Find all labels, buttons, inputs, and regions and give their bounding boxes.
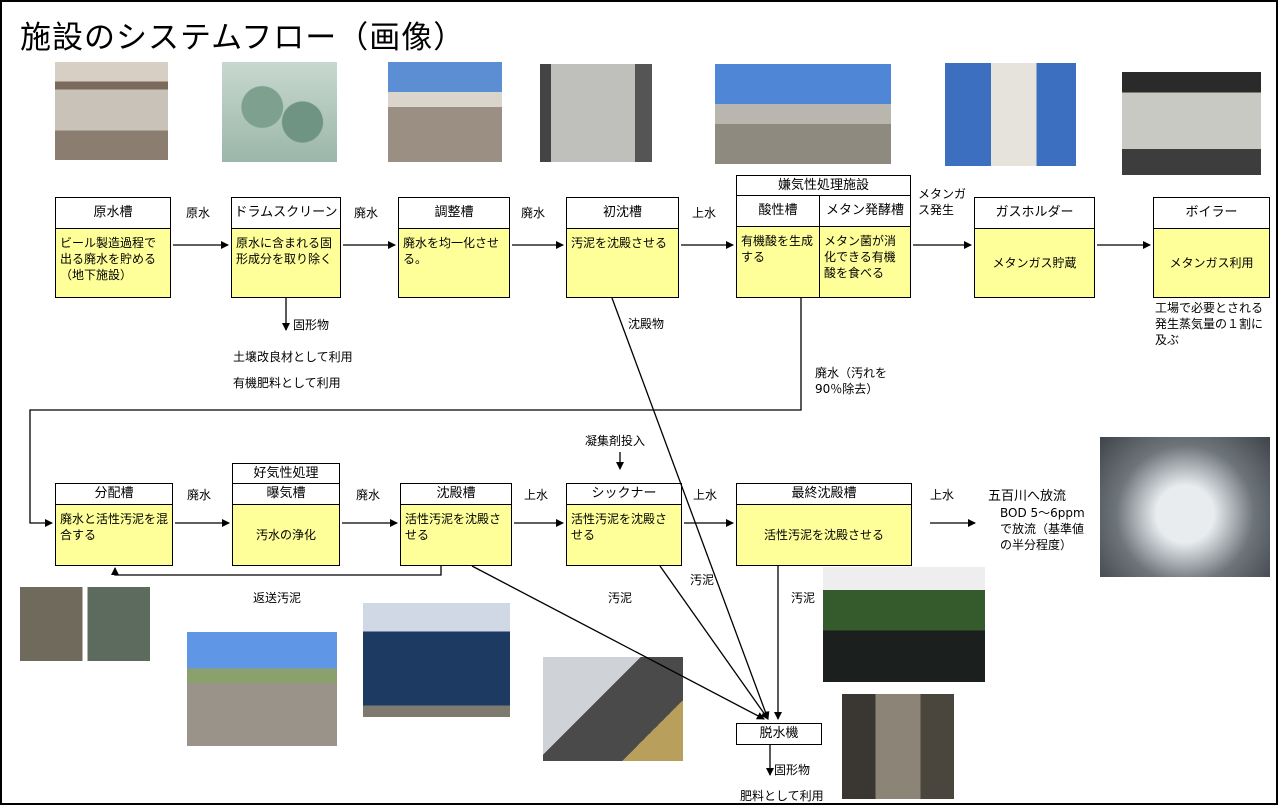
acid-tank-box: 酸性槽 有機酸を生成する xyxy=(736,195,820,298)
settling-tank-header: 沈殿槽 xyxy=(401,484,511,505)
photo-primary-settling xyxy=(540,64,652,162)
photo-dewatering xyxy=(842,694,954,799)
arrow-return-sludge xyxy=(111,566,442,576)
dewatering-box: 脱水機 xyxy=(736,723,822,745)
thickener-header: シックナー xyxy=(567,484,681,505)
label-waste-removed: 廃水（汚れを90％除去） xyxy=(815,366,888,396)
label-discharge: 五百川へ放流 xyxy=(988,489,1067,504)
drum-screen-body: 原水に含まれる固形成分を取り除く xyxy=(232,229,340,297)
photo-discharge xyxy=(1100,437,1270,577)
drum-screen-box: ドラムスクリーン 原水に含まれる固形成分を取り除く xyxy=(231,197,341,298)
arrow-primary-sediment-to-dewater xyxy=(611,297,770,720)
photo-raw-tank xyxy=(55,62,168,160)
boiler-header: ボイラー xyxy=(1154,198,1269,229)
distribution-tank-body: 廃水と活性汚泥を混合する xyxy=(56,505,172,565)
label-boiler-note: 工場で必要とされる発生蒸気量の１割に及ぶ xyxy=(1155,301,1264,347)
settling-tank-box: 沈殿槽 活性汚泥を沈殿させる xyxy=(400,483,512,566)
acid-tank-body: 有機酸を生成する xyxy=(737,227,819,297)
arrow-settling-sludge-to-dewater xyxy=(471,565,765,720)
primary-settling-body: 汚泥を沈殿させる xyxy=(567,229,678,297)
dewatering-header: 脱水機 xyxy=(737,724,821,743)
thickener-body: 活性汚泥を沈殿させる xyxy=(567,505,681,565)
gas-holder-header: ガスホルダー xyxy=(975,198,1094,229)
methane-tank-box: メタン発酵槽 メタン菌が消化できる有機酸を食べる xyxy=(819,195,911,298)
label-raw-water: 原水 xyxy=(186,206,211,220)
label-methane-gen: メタンガス発生 xyxy=(918,187,967,217)
settling-tank-body: 活性汚泥を沈殿させる xyxy=(401,505,511,565)
distribution-tank-header: 分配槽 xyxy=(56,484,172,505)
equalization-tank-header: 調整槽 xyxy=(399,198,509,229)
equalization-tank-box: 調整槽 廃水を均一化させる。 xyxy=(398,197,510,298)
raw-water-tank-box: 原水槽 ビール製造過程で出る廃水を貯める（地下施設） xyxy=(55,197,171,298)
aerobic-group-header: 好気性処理 xyxy=(233,464,339,484)
photo-drum-screen xyxy=(222,62,337,162)
page-title: 施設のシステムフロー（画像） xyxy=(20,20,466,56)
boiler-body: メタンガス利用 xyxy=(1154,229,1269,297)
photo-anaerobic xyxy=(715,64,891,164)
final-settling-header: 最終沈殿槽 xyxy=(737,484,911,505)
drum-screen-header: ドラムスクリーン xyxy=(232,198,340,229)
gas-holder-body: メタンガス貯蔵 xyxy=(975,229,1094,297)
label-sludge-2: 汚泥 xyxy=(690,573,715,587)
thickener-box: シックナー 活性汚泥を沈殿させる xyxy=(566,483,682,566)
label-super-a: 上水 xyxy=(524,488,549,502)
label-waste-2: 廃水 xyxy=(521,206,546,220)
label-sludge-3: 汚泥 xyxy=(791,591,816,605)
arrow-thickener-sludge-to-dewater xyxy=(659,565,769,720)
methane-tank-header: メタン発酵槽 xyxy=(820,196,910,227)
primary-settling-box: 初沈槽 汚泥を沈殿させる xyxy=(566,197,679,298)
aeration-tank-body: 汚水の浄化 xyxy=(233,505,339,565)
methane-tank-body: メタン菌が消化できる有機酸を食べる xyxy=(820,227,910,297)
label-sediment: 沈殿物 xyxy=(628,317,665,331)
label-solids: 固形物 xyxy=(293,318,330,332)
label-dewater-solids: 固形物 xyxy=(774,763,811,777)
label-soil-use: 土壌改良材として利用 xyxy=(233,350,353,364)
photo-distribution xyxy=(20,587,150,661)
label-bod-note: BOD 5〜6ppm で放流（基準値の半分程度） xyxy=(1000,506,1085,552)
label-sludge-1: 汚泥 xyxy=(608,591,633,605)
label-dewater-use: 肥料として利用 xyxy=(740,789,824,803)
label-waste-a: 廃水 xyxy=(187,488,212,502)
photo-thickener xyxy=(543,657,683,761)
photo-settling xyxy=(363,603,510,717)
photo-boiler xyxy=(1122,72,1261,175)
label-fertilizer-use: 有機肥料として利用 xyxy=(233,376,341,390)
aeration-tank-box: 曝気槽 汚水の浄化 xyxy=(232,483,340,566)
photo-final-settling xyxy=(823,567,985,682)
raw-water-tank-header: 原水槽 xyxy=(56,198,170,229)
photo-equalization xyxy=(388,62,502,162)
label-super-c: 上水 xyxy=(930,488,955,502)
equalization-tank-body: 廃水を均一化させる。 xyxy=(399,229,509,297)
gas-holder-box: ガスホルダー メタンガス貯蔵 xyxy=(974,197,1095,298)
label-waste-1: 廃水 xyxy=(354,206,379,220)
aeration-tank-header: 曝気槽 xyxy=(233,484,339,505)
photo-gas-holder xyxy=(945,63,1076,166)
distribution-tank-box: 分配槽 廃水と活性汚泥を混合する xyxy=(55,483,173,566)
boiler-box: ボイラー メタンガス利用 xyxy=(1153,197,1270,298)
photo-aeration xyxy=(187,632,337,746)
acid-tank-header: 酸性槽 xyxy=(737,196,819,227)
label-return-sludge: 返送汚泥 xyxy=(253,591,302,605)
label-supernatant: 上水 xyxy=(692,206,717,220)
primary-settling-header: 初沈槽 xyxy=(567,198,678,229)
final-settling-box: 最終沈殿槽 活性汚泥を沈殿させる xyxy=(736,483,912,566)
label-coagulant: 凝集剤投入 xyxy=(585,434,646,448)
arrow-anaerobic-to-distribution xyxy=(29,298,802,527)
raw-water-tank-body: ビール製造過程で出る廃水を貯める（地下施設） xyxy=(56,229,170,297)
label-waste-b: 廃水 xyxy=(356,488,381,502)
final-settling-body: 活性汚泥を沈殿させる xyxy=(737,505,911,565)
label-super-b: 上水 xyxy=(693,488,718,502)
